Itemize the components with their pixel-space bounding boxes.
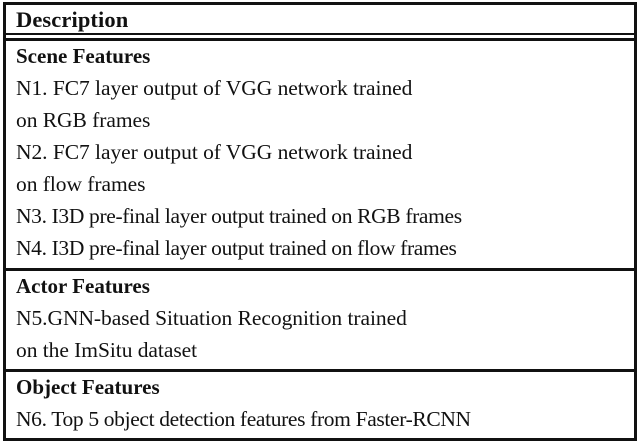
entry-n1-line2: on RGB frames [16,108,151,132]
table-header-row: Description [6,5,634,33]
entry-n2-line2: on flow frames [16,172,146,196]
section-rule-actor [3,268,637,271]
column-header-description: Description [16,7,129,32]
section-rule-object [3,369,637,372]
entry-n5-line1: N5.GNN-based Situation Recognition train… [16,306,407,330]
feature-description-table: Description Scene Features N1. FC7 layer… [3,2,637,441]
section-actor-features: Actor Features N5.GNN-based Situation Re… [6,271,634,369]
section-spacer [16,435,634,438]
section-title-object-features: Object Features [16,375,160,399]
header-double-rule [3,33,637,41]
section-title-scene-features: Scene Features [16,44,151,68]
section-object-features: Object Features N6. Top 5 object detecti… [6,372,634,438]
entry-n5-line2: on the ImSitu dataset [16,338,198,362]
section-title-actor-features: Actor Features [16,274,150,298]
entry-n1-line1: N1. FC7 layer output of VGG network trai… [16,76,413,100]
entry-n2-line1: N2. FC7 layer output of VGG network trai… [16,140,413,164]
section-scene-features: Scene Features N1. FC7 layer output of V… [6,41,634,268]
entry-n4-line1: N4. I3D pre-final layer output trained o… [16,236,457,260]
entry-n3-line1: N3. I3D pre-final layer output trained o… [16,204,462,228]
entry-n6-line1: N6. Top 5 object detection features from… [16,407,471,431]
